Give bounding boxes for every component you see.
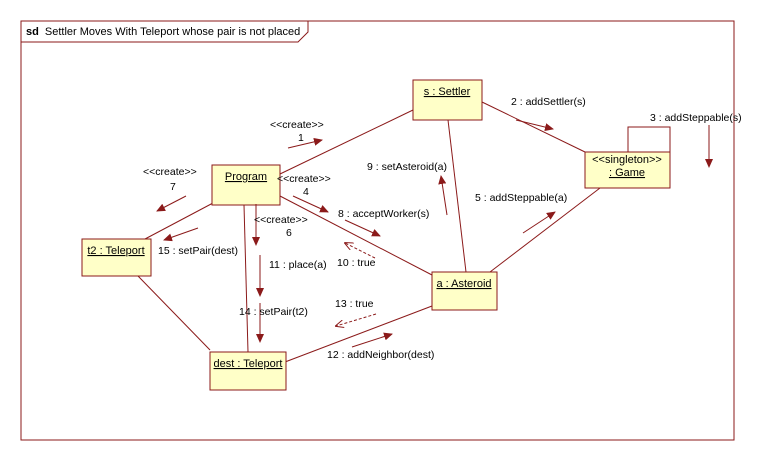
link-settler-game (481, 101, 586, 153)
frame-title: sd Settler Moves With Teleport whose pai… (26, 26, 300, 38)
lifeline-asteroid-label: a : Asteroid (436, 278, 491, 290)
lifeline-dest[interactable]: dest : Teleport (209, 351, 287, 391)
arrow-m4 (292, 195, 329, 213)
message-labels: <<create>> 1 2 : addSettler(s) 3 : addSt… (143, 96, 742, 361)
link-t2-dest (137, 275, 211, 351)
arrow-m2 (515, 119, 554, 131)
lifeline-settler[interactable]: s : Settler (412, 79, 483, 121)
label-m7-stereotype: <<create>> (143, 166, 197, 178)
label-m11: 11 : place(a) (269, 259, 327, 271)
lifeline-asteroid[interactable]: a : Asteroid (431, 271, 498, 311)
label-m4-stereotype: <<create>> (277, 173, 331, 185)
label-m1-stereotype: <<create>> (270, 119, 324, 131)
label-m15: 15 : setPair(dest) (158, 245, 238, 257)
label-m5: 5 : addSteppable(a) (475, 192, 567, 204)
lifeline-program-label: Program (225, 171, 267, 183)
label-m6-stereotype: <<create>> (254, 214, 308, 226)
label-m14: 14 : setPair(t2) (239, 306, 308, 318)
arrow-m7 (156, 195, 187, 212)
arrow-m1 (287, 137, 323, 149)
label-m8: 8 : acceptWorker(s) (338, 208, 429, 220)
arrow-m8 (344, 219, 381, 237)
arrow-m15 (163, 227, 199, 242)
label-m10: 10 : true (337, 257, 376, 269)
arrow-m13 (336, 313, 377, 326)
link-game-self (627, 126, 671, 164)
link-program-t2 (144, 202, 214, 240)
lifeline-t2-label: t2 : Teleport (87, 245, 144, 257)
label-m2: 2 : addSettler(s) (511, 96, 586, 108)
label-m12: 12 : addNeighbor(dest) (327, 349, 434, 361)
label-m4: 4 (303, 186, 309, 198)
lifeline-game-stereotype: <<singleton>> (592, 154, 662, 166)
arrow-m9 (438, 175, 448, 216)
message-arrows (156, 119, 713, 348)
label-m13: 13 : true (335, 298, 374, 310)
link-settler-asteroid (447, 119, 467, 273)
arrow-m12 (351, 332, 393, 348)
link-asteroid-dest (284, 305, 433, 363)
link-program-asteroid (279, 195, 433, 276)
lifeline-dest-label: dest : Teleport (214, 358, 283, 370)
arrow-m5 (522, 211, 556, 234)
link-game-asteroid (489, 187, 601, 273)
label-m7: 7 (170, 181, 176, 193)
label-m6: 6 (286, 227, 292, 239)
lifeline-game-label: : Game (609, 167, 645, 179)
lifeline-settler-label: s : Settler (424, 86, 471, 98)
link-program-dest (243, 204, 249, 353)
lifeline-game[interactable]: <<singleton>> : Game (584, 151, 671, 189)
lifeline-t2[interactable]: t2 : Teleport (81, 238, 152, 277)
links (137, 101, 671, 363)
label-m1: 1 (298, 132, 304, 144)
arrow-m10 (345, 243, 376, 259)
lifeline-program[interactable]: Program (211, 164, 281, 206)
link-program-settler (279, 109, 414, 175)
diagram-frame: sd Settler Moves With Teleport whose pai… (20, 20, 735, 441)
label-m3: 3 : addSteppable(s) (650, 112, 742, 124)
label-m9: 9 : setAsteroid(a) (367, 161, 447, 173)
